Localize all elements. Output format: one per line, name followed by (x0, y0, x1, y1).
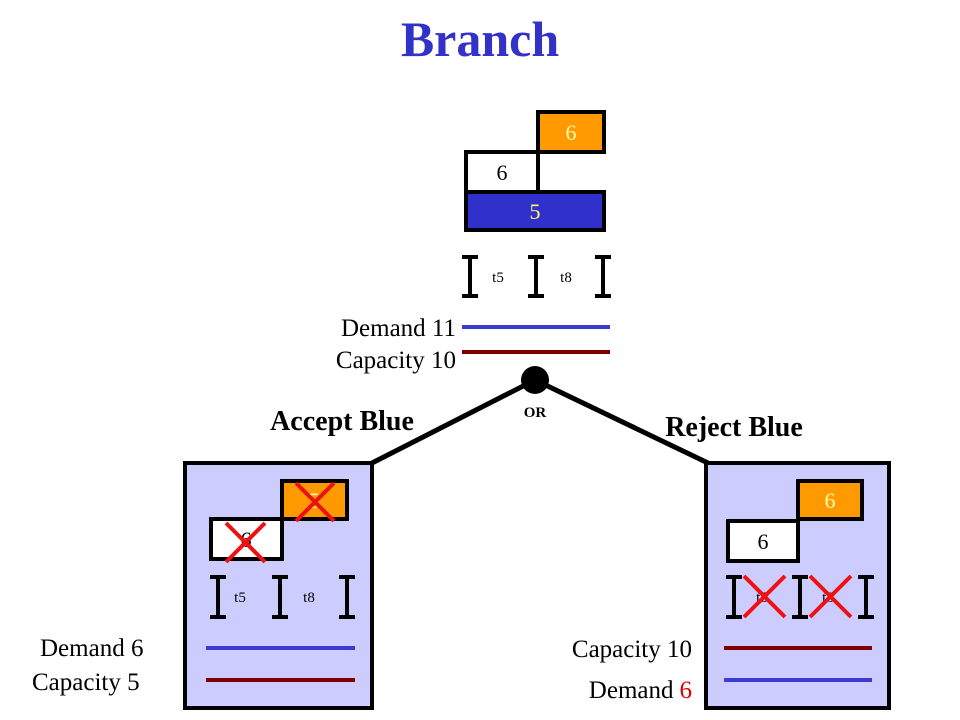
reject-blue-label: Reject Blue (665, 412, 803, 443)
reject-capacity-label: Capacity 10 (572, 636, 692, 663)
accept-cross-orange (294, 481, 336, 523)
reject-demand-word: Demand (589, 677, 674, 704)
accept-cross-white (224, 521, 267, 564)
top-blue-block (464, 190, 606, 232)
reject-cross-t8 (808, 574, 853, 619)
accept-capacity-label: Capacity 5 (32, 669, 140, 696)
accept-time-t5: t5 (234, 590, 246, 606)
top-blue-value: 5 (530, 199, 541, 224)
accept-time-markers (210, 575, 355, 619)
branch-line-right (533, 377, 710, 466)
branch-connectors: OR (370, 366, 710, 466)
page-title: Branch (401, 11, 560, 67)
top-time-t5: t5 (492, 270, 504, 286)
top-schedule: 6 6 5 t5 t8 Demand 11 Capacity 10 (336, 110, 611, 374)
top-time-t8: t8 (560, 270, 572, 286)
reject-demand-value: 6 (680, 677, 693, 704)
or-label: OR (524, 405, 547, 421)
top-white-value: 6 (497, 160, 508, 185)
accept-blue-label: Accept Blue (270, 406, 414, 437)
accept-blue-panel: 5 6 t5 t8 (183, 461, 374, 710)
reject-white-value: 6 (758, 529, 769, 554)
top-capacity-label: Capacity 10 (336, 347, 456, 374)
reject-blue-panel: 6 6 t5 t8 (704, 461, 891, 710)
top-orange-block (536, 110, 606, 154)
branch-node (521, 366, 549, 394)
reject-orange-block (796, 479, 864, 521)
top-demand-label: Demand 11 (341, 315, 456, 342)
top-orange-value: 6 (566, 120, 577, 145)
accept-time-t8: t8 (303, 590, 315, 606)
reject-cross-t5 (742, 574, 787, 619)
reject-white-block (726, 519, 800, 563)
reject-time-markers (726, 575, 874, 619)
accept-demand-label: Demand 6 (40, 635, 143, 662)
reject-orange-value: 6 (825, 488, 836, 513)
top-time-markers (462, 255, 611, 298)
branch-line-left (370, 377, 537, 466)
